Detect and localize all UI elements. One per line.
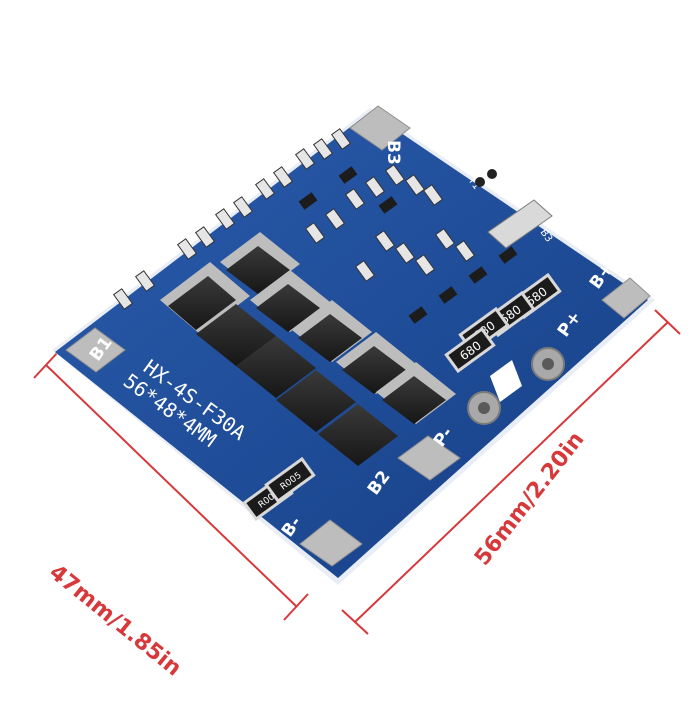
dimension-line-width [33, 351, 309, 621]
shunt-resistor-b: R005 [264, 456, 316, 504]
mosfet-array [160, 232, 456, 466]
small-ics [298, 166, 518, 324]
shunt-group: R005 R005 [242, 456, 316, 522]
dimension-line-length [341, 309, 681, 635]
smd-row-top [112, 128, 476, 310]
balance-connector [475, 169, 553, 249]
pad-label-b3: B3 [383, 140, 403, 165]
